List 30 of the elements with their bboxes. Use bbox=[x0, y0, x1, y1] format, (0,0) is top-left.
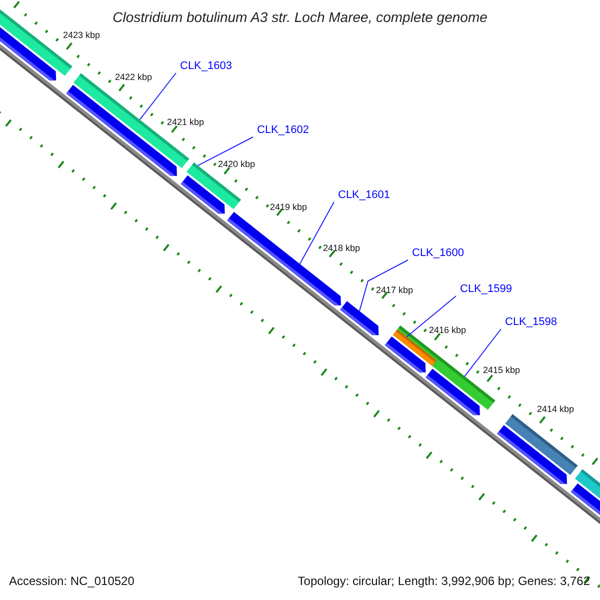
genome-summary-text: Topology: circular; Length: 3,992,906 bp; Genes: 3,762 bbox=[298, 574, 590, 588]
scale-label: 2416 kbp bbox=[429, 325, 466, 336]
gene-label: CLK_1601 bbox=[338, 189, 390, 202]
scale-label: 2421 kbp bbox=[167, 117, 204, 128]
scale-label: 2415 kbp bbox=[483, 365, 520, 376]
leader-line bbox=[464, 328, 502, 377]
gene-block bbox=[426, 368, 480, 416]
gene-block bbox=[180, 175, 225, 214]
gene-block bbox=[384, 336, 426, 372]
scale-label: 2418 kbp bbox=[323, 243, 360, 254]
leader-line bbox=[406, 296, 456, 338]
gene-block bbox=[340, 301, 379, 336]
gene-block bbox=[497, 425, 568, 484]
scale-label: 2422 kbp bbox=[115, 72, 152, 83]
leader-line bbox=[197, 136, 254, 166]
gene-label: CLK_1599 bbox=[460, 283, 512, 296]
title: Clostridium botulinum A3 str. Loch Maree, complete genome bbox=[112, 9, 488, 26]
gene-label: CLK_1600 bbox=[412, 247, 464, 260]
gene-block bbox=[0, 26, 56, 80]
gene-label: CLK_1603 bbox=[180, 60, 232, 74]
scale-label: 2417 kbp bbox=[376, 285, 414, 296]
scale-label: 2419 kbp bbox=[270, 202, 308, 213]
gene-block bbox=[227, 212, 341, 306]
scale-label: 2420 kbp bbox=[218, 159, 256, 170]
leader-line bbox=[139, 72, 176, 120]
scale-label: 2414 kbp bbox=[537, 404, 574, 415]
gene-label: CLK_1598 bbox=[505, 316, 557, 330]
scale-label: 2423 kbp bbox=[63, 30, 100, 41]
gene-label: CLK_1602 bbox=[257, 124, 309, 138]
accession-text: Accession: NC_010520 bbox=[9, 574, 134, 588]
